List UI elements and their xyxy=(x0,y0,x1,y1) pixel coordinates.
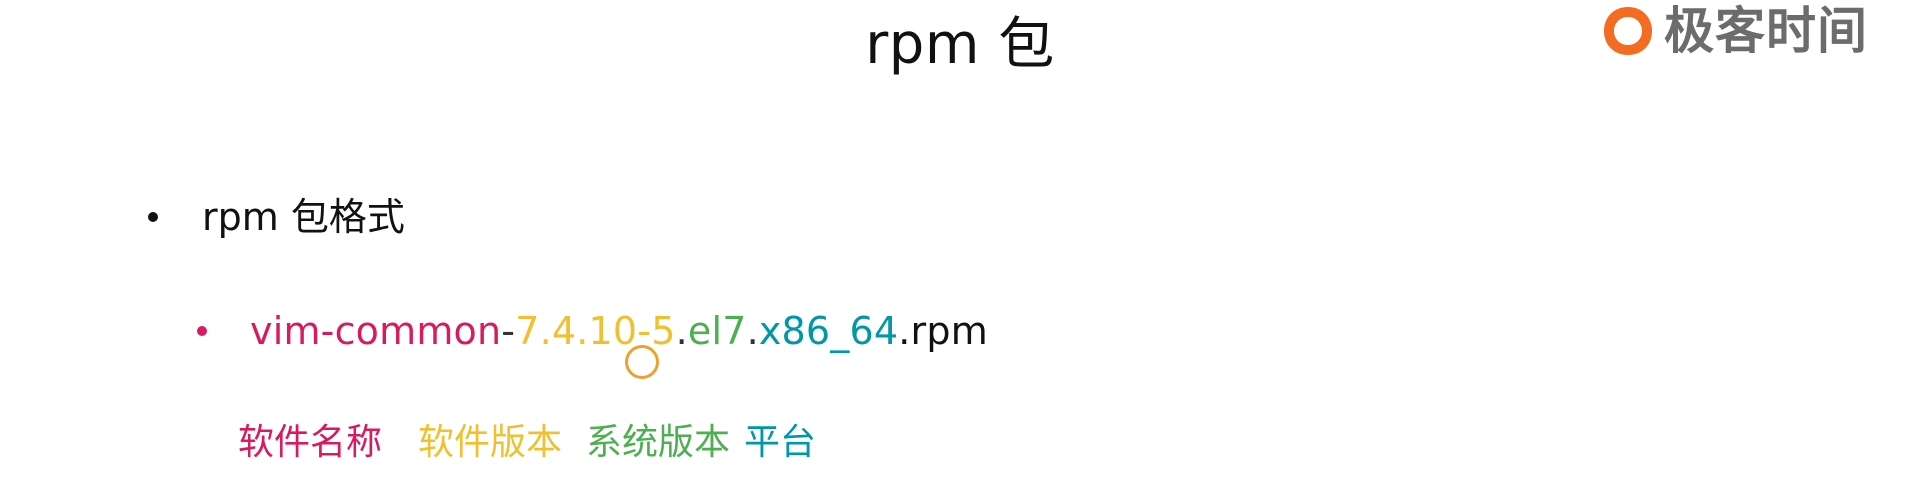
package-dot: . xyxy=(675,309,688,353)
brand: 极客时间 xyxy=(1600,0,1868,62)
page-title: rpm 包 xyxy=(865,12,1055,77)
package-extension: .rpm xyxy=(898,309,988,353)
label-platform: 平台 xyxy=(744,422,817,463)
package-release: el7 xyxy=(687,309,747,353)
bullet-dot-icon xyxy=(148,212,158,222)
package-dot: . xyxy=(746,309,759,353)
label-software-name: 软件名称 xyxy=(238,422,383,463)
package-arch: x86_64 xyxy=(758,309,899,353)
package-separator: - xyxy=(501,309,516,353)
bullet-dot-icon xyxy=(197,326,207,336)
brand-name: 极客时间 xyxy=(1664,2,1868,60)
bullet-level-1: rpm 包格式 xyxy=(148,198,405,236)
label-system-version: 系统版本 xyxy=(586,422,731,463)
geektime-logo-icon xyxy=(1604,7,1652,55)
package-filename: vim-common-7.4.10-5.el7.x86_64.rpm xyxy=(250,312,988,350)
label-software-version: 软件版本 xyxy=(418,422,563,463)
bullet-text: rpm 包格式 xyxy=(202,195,405,239)
mouse-cursor-ring-icon xyxy=(625,345,659,379)
package-version: 7.4.10-5 xyxy=(515,309,676,353)
bullet-level-2: vim-common-7.4.10-5.el7.x86_64.rpm xyxy=(197,312,988,350)
package-field-labels: 软件名称 软件版本 系统版本 平台 xyxy=(238,425,816,461)
package-name: vim-common xyxy=(250,309,502,353)
